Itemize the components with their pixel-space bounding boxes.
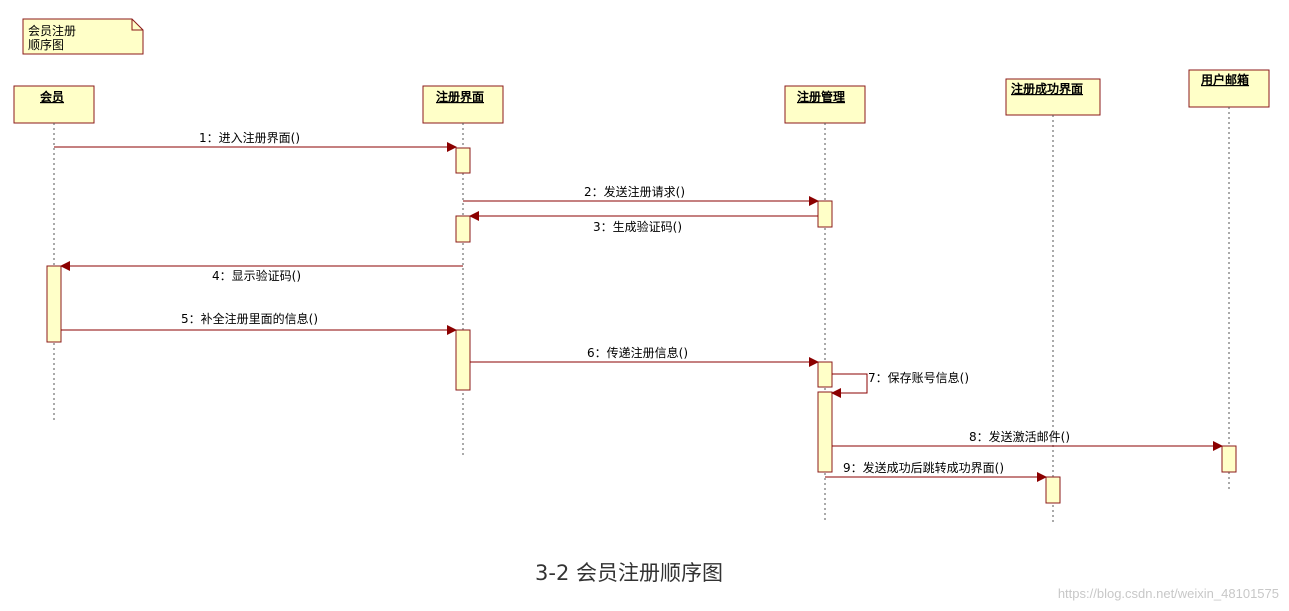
message-9-label: 9：发送成功后跳转成功界面() bbox=[843, 460, 1004, 475]
lifeline-member: 会员 bbox=[13, 85, 95, 420]
message-6-label: 6：传递注册信息() bbox=[587, 345, 688, 360]
message-4: 4：显示验证码() bbox=[60, 261, 463, 283]
activation-bar bbox=[455, 329, 471, 391]
message-2: 2：发送注册请求() bbox=[463, 184, 819, 206]
message-3: 3：生成验证码() bbox=[469, 211, 818, 234]
activation-bar bbox=[455, 215, 471, 243]
message-6: 6：传递注册信息() bbox=[470, 345, 819, 367]
lifeline-reg-ui-label: 注册界面 bbox=[436, 89, 484, 104]
note-line-2: 顺序图 bbox=[28, 37, 64, 52]
message-2-label: 2：发送注册请求() bbox=[584, 184, 685, 199]
message-5: 5：补全注册里面的信息() bbox=[61, 311, 457, 335]
activation-bar bbox=[1045, 476, 1061, 504]
lifeline-member-box bbox=[13, 85, 95, 124]
message-3-label: 3：生成验证码() bbox=[593, 219, 682, 234]
lifeline-success-ui: 注册成功界面 bbox=[1005, 78, 1101, 522]
lifeline-member-label: 会员 bbox=[40, 89, 64, 104]
activation-bar bbox=[1221, 445, 1237, 473]
activation-bar bbox=[46, 265, 62, 343]
activation-bar bbox=[455, 147, 471, 174]
message-8: 8：发送激活邮件() bbox=[832, 429, 1223, 451]
activation-bar bbox=[817, 391, 833, 473]
activation-bar bbox=[817, 200, 833, 228]
message-9: 9：发送成功后跳转成功界面() bbox=[825, 460, 1047, 482]
message-4-label: 4：显示验证码() bbox=[212, 268, 301, 283]
lifeline-mailbox: 用户邮箱 bbox=[1188, 69, 1270, 490]
message-1-label: 1：进入注册界面() bbox=[199, 130, 300, 145]
message-8-label: 8：发送激活邮件() bbox=[969, 429, 1070, 444]
lifeline-reg-mgr: 注册管理 bbox=[784, 85, 866, 522]
activation-bar bbox=[817, 361, 833, 388]
note-line-1: 会员注册 bbox=[28, 23, 76, 38]
watermark: https://blog.csdn.net/weixin_48101575 bbox=[1058, 586, 1279, 601]
activation-bars bbox=[46, 147, 1237, 504]
lifeline-reg-ui: 注册界面 bbox=[422, 85, 504, 455]
lifeline-success-ui-label: 注册成功界面 bbox=[1011, 81, 1083, 96]
message-7-self: 7：保存账号信息() bbox=[831, 370, 969, 398]
message-5-label: 5：补全注册里面的信息() bbox=[181, 311, 318, 326]
lifeline-mailbox-label: 用户邮箱 bbox=[1200, 72, 1249, 87]
diagram-title-note: 会员注册 顺序图 bbox=[22, 18, 144, 55]
lifeline-reg-mgr-label: 注册管理 bbox=[797, 89, 845, 104]
lifeline-reg-ui-box bbox=[422, 85, 504, 124]
message-1: 1：进入注册界面() bbox=[54, 130, 457, 152]
message-7-label: 7：保存账号信息() bbox=[868, 370, 969, 385]
figure-caption: 3-2 会员注册顺序图 bbox=[535, 561, 723, 585]
